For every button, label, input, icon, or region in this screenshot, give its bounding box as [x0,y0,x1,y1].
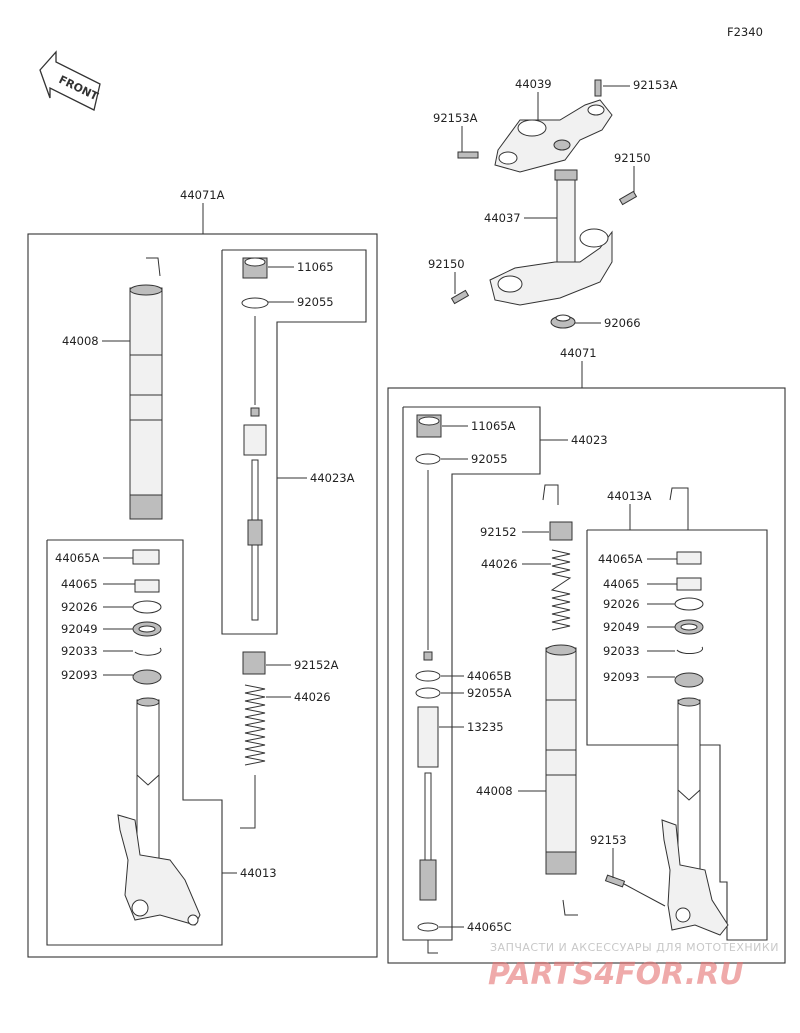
label-44013A: 44013A [607,489,652,503]
assembly-box-44023A [221,249,367,635]
outer-tube-44008-right [545,644,578,916]
bolt-92153A-left [457,151,479,159]
label-44023: 44023 [571,433,608,447]
label-44008-right: 44008 [476,784,513,798]
label-11065A: 11065A [471,419,516,433]
label-92055A: 92055A [467,686,512,700]
seals-stack-right [674,551,704,688]
bolt-92153A-top [594,79,602,97]
assembly-box-44023 [402,406,541,941]
label-92150-right: 92150 [614,151,651,165]
label-92152: 92152 [480,525,517,539]
label-92033-right: 92033 [603,644,640,658]
seals-stack-left [132,549,162,685]
upper-bracket-44039 [494,99,613,173]
spring-44026-left [240,651,266,829]
label-44037: 44037 [484,211,521,225]
label-11065: 11065 [297,260,334,274]
label-44013: 44013 [240,866,277,880]
label-44071: 44071 [560,346,597,360]
assembly-box-44071A [27,233,378,958]
spring-44026-right [542,484,573,631]
label-92066: 92066 [604,316,641,330]
steering-stem-44037 [489,169,613,306]
label-44026-right: 44026 [481,557,518,571]
damper-rod-44023 [415,470,441,954]
seal-92066 [550,314,576,329]
label-13235: 13235 [467,720,504,734]
assembly-box-44071 [387,387,786,964]
inner-tube-44013-left [117,697,201,926]
cap-11065 [242,257,268,279]
inner-tube-44013A-right [661,697,729,936]
watermark-line2: PARTS4FOR.RU [488,957,744,992]
label-92026-right: 92026 [603,597,640,611]
label-92150-left: 92150 [428,257,465,271]
label-92153: 92153 [590,833,627,847]
damper-rod-44023A [243,316,267,621]
oring-92055-left [241,297,269,309]
label-92152A: 92152A [294,658,339,672]
bolt-92150-left [450,289,470,305]
diagram-code: F2340 [727,25,763,39]
label-92055-right: 92055 [471,452,508,466]
label-44026-left: 44026 [294,690,331,704]
assembly-box-44013A [586,529,768,941]
assembly-box-44013 [46,539,223,946]
label-44065B: 44065B [467,669,512,683]
label-92049-right: 92049 [603,620,640,634]
label-44065A-left: 44065A [55,551,100,565]
outer-tube-44008-left [129,257,163,520]
label-92055-left: 92055 [297,295,334,309]
label-44065-right: 44065 [603,577,640,591]
label-92049-left: 92049 [61,622,98,636]
label-44039: 44039 [515,77,552,91]
oring-92055-right [415,453,441,465]
label-44065A-right: 44065A [598,552,643,566]
label-92026-left: 92026 [61,600,98,614]
label-44023A: 44023A [310,471,355,485]
label-92153A-left: 92153A [433,111,478,125]
bolt-92150-right [618,190,638,206]
label-92153A-top: 92153A [633,78,678,92]
label-92033-left: 92033 [61,644,98,658]
front-arrow-icon: FRONT [39,50,101,111]
label-44065C: 44065C [467,920,512,934]
cap-11065A [416,414,442,438]
bolt-92153 [604,874,626,888]
label-92093-left: 92093 [61,668,98,682]
watermark-line1: ЗАПЧАСТИ И АКСЕССУАРЫ ДЛЯ МОТОТЕХНИКИ [490,941,779,954]
label-44071A: 44071A [180,188,225,202]
label-44008-left: 44008 [62,334,99,348]
label-92093-right: 92093 [603,670,640,684]
label-44065-left: 44065 [61,577,98,591]
